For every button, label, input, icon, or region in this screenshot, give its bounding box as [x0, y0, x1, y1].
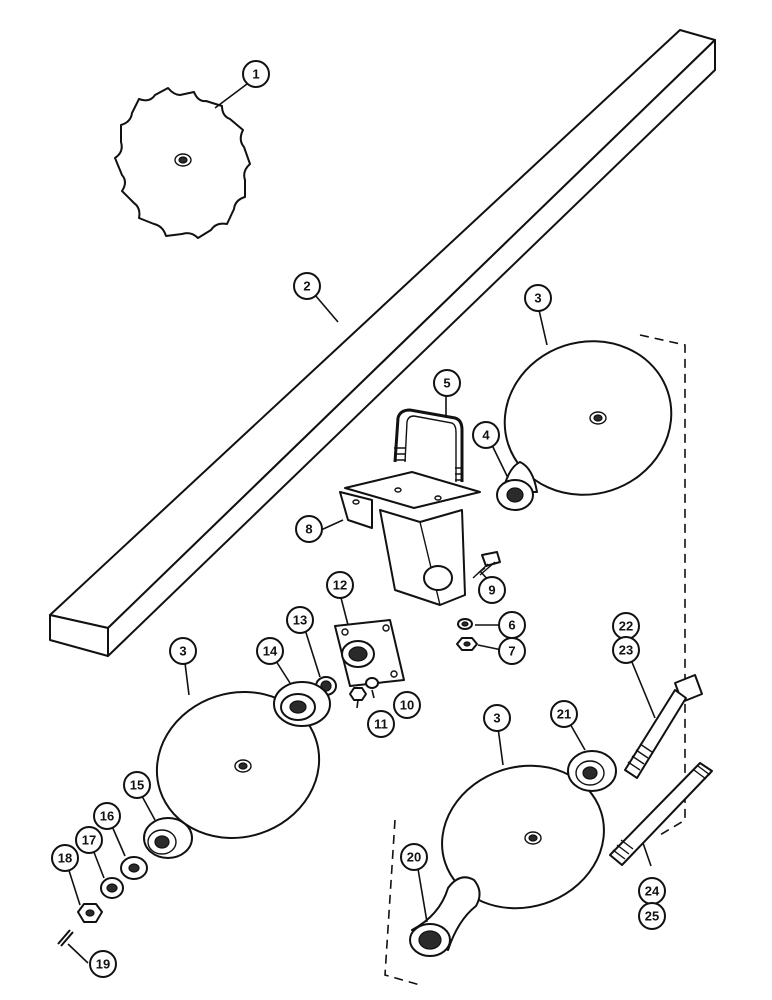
hex-nut-right — [456, 637, 478, 651]
notched-disc-blade — [114, 87, 251, 239]
u-bolt — [393, 408, 464, 482]
svg-text:13: 13 — [293, 613, 307, 628]
thrust-washer — [100, 877, 124, 899]
callout-6: 6 — [498, 611, 526, 639]
svg-text:7: 7 — [508, 644, 515, 659]
callout-21: 21 — [550, 700, 578, 728]
svg-text:9: 9 — [488, 583, 495, 598]
callout-18: 18 — [51, 844, 79, 872]
threaded-rod-long — [609, 762, 713, 866]
lock-washer — [457, 618, 473, 630]
callout-20: 20 — [400, 843, 428, 871]
svg-text:14: 14 — [263, 644, 278, 659]
svg-text:24: 24 — [645, 884, 660, 899]
svg-text:3: 3 — [534, 291, 541, 306]
callout-1: 1 — [242, 60, 270, 88]
spool-spacer-lower — [409, 876, 481, 957]
callout-8: 8 — [295, 515, 323, 543]
callout-11: 11 — [367, 710, 395, 738]
svg-text:3: 3 — [179, 644, 186, 659]
svg-text:23: 23 — [619, 643, 633, 658]
callout-3-lower: 3 — [483, 704, 511, 732]
disc-blade-left — [155, 690, 321, 840]
callout-9: 9 — [478, 576, 506, 604]
callout-22: 22 — [612, 612, 640, 640]
svg-text:8: 8 — [305, 522, 312, 537]
small-washer — [365, 677, 379, 689]
spool-cap — [496, 461, 538, 511]
svg-text:3: 3 — [493, 711, 500, 726]
callout-16: 16 — [93, 802, 121, 830]
callout-10: 10 — [393, 691, 421, 719]
svg-text:15: 15 — [130, 778, 144, 793]
mounting-bracket — [339, 471, 481, 606]
svg-text:10: 10 — [400, 698, 414, 713]
callout-2: 2 — [293, 272, 321, 300]
callout-7: 7 — [498, 637, 526, 665]
callout-12: 12 — [326, 571, 354, 599]
bearing-cup-lower — [567, 750, 617, 792]
svg-text:6: 6 — [508, 618, 515, 633]
callout-23: 23 — [612, 636, 640, 664]
callout-3-upper: 3 — [524, 284, 552, 312]
gang-bolt-short — [624, 674, 703, 779]
callout-5: 5 — [433, 369, 461, 397]
svg-text:17: 17 — [82, 833, 96, 848]
small-nut — [349, 687, 367, 701]
callout-15: 15 — [123, 771, 151, 799]
callout-4: 4 — [472, 421, 500, 449]
cotter-pin — [57, 929, 74, 947]
svg-text:18: 18 — [58, 851, 72, 866]
svg-text:19: 19 — [96, 957, 110, 972]
disc-blade-lower-right — [441, 764, 605, 910]
svg-text:12: 12 — [333, 578, 347, 593]
svg-text:20: 20 — [407, 850, 421, 865]
flange-bearing — [334, 619, 405, 687]
callout-19: 19 — [89, 950, 117, 978]
svg-text:5: 5 — [443, 376, 450, 391]
castle-nut — [77, 903, 103, 923]
callout-17: 17 — [75, 826, 103, 854]
svg-text:2: 2 — [303, 279, 310, 294]
square-beam — [49, 29, 716, 657]
svg-text:25: 25 — [645, 909, 659, 924]
callout-25: 25 — [638, 902, 666, 930]
callout-3-left: 3 — [169, 637, 197, 665]
svg-text:22: 22 — [619, 619, 633, 634]
disc-blade-upper-right — [503, 340, 673, 496]
svg-text:4: 4 — [482, 428, 490, 443]
spool-spacer-upper — [273, 681, 331, 727]
flat-washer — [120, 856, 148, 880]
svg-text:21: 21 — [557, 707, 571, 722]
assembly-outline-lower — [384, 819, 421, 986]
callout-13: 13 — [286, 606, 314, 634]
hex-bolt — [472, 551, 501, 579]
callout-14: 14 — [256, 637, 284, 665]
spacer-cup — [143, 817, 193, 859]
svg-text:11: 11 — [374, 717, 388, 732]
svg-text:1: 1 — [252, 67, 259, 82]
svg-text:16: 16 — [100, 809, 114, 824]
assembly-outline-upper — [639, 334, 686, 836]
callout-24: 24 — [638, 877, 666, 905]
